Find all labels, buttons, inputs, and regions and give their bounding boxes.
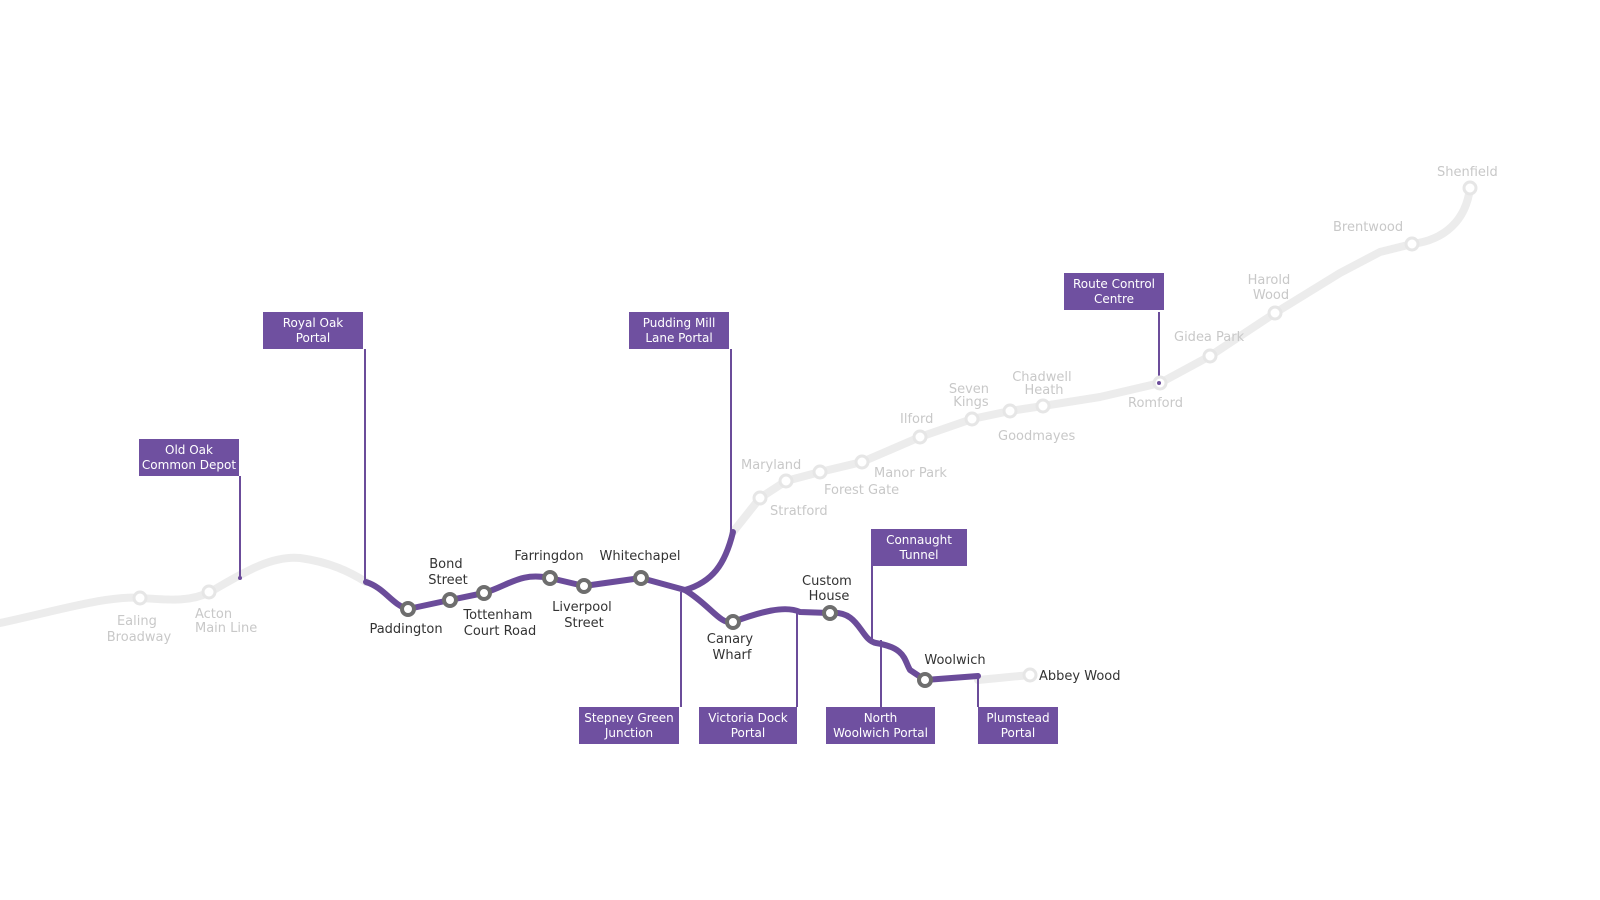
station-label-paddington: Paddington: [369, 622, 442, 637]
station-label-bond: Bond Street: [428, 557, 468, 588]
station-label-tottenham: Tottenham Court Road: [462, 608, 536, 639]
station-marker-woolwich: [917, 672, 933, 688]
station-marker-goodmayes: [1002, 403, 1018, 419]
station-marker-gidea: [1202, 348, 1218, 364]
station-marker-custom: [822, 605, 838, 621]
station-label-ilford: Ilford: [900, 412, 933, 427]
station-label-farringdon: Farringdon: [514, 549, 583, 564]
station-marker-liverpool: [576, 578, 592, 594]
line-west-inactive: [0, 553, 370, 627]
line-east-inactive: [729, 184, 1474, 536]
station-label-forest-gate: Forest Gate: [824, 483, 899, 498]
station-marker-tottenham: [476, 585, 492, 601]
station-marker-bond: [442, 592, 458, 608]
station-label-stratford: Stratford: [770, 504, 828, 519]
station-marker-ealing: [132, 590, 148, 606]
station-marker-chadwell: [1035, 398, 1051, 414]
station-marker-brentwood: [1404, 236, 1420, 252]
station-label-abbey-wood: Abbey Wood: [1039, 669, 1120, 684]
station-label-harold: Harold Wood: [1248, 273, 1295, 303]
station-marker-shenfield: [1462, 180, 1478, 196]
station-label-ealing: Ealing Broadway: [107, 614, 172, 645]
station-marker-canary: [725, 614, 741, 630]
station-label-acton: Acton Main Line: [195, 607, 257, 636]
station-label-shenfield: Shenfield: [1437, 165, 1498, 180]
station-marker-stratford: [752, 490, 768, 506]
station-marker-ilford: [912, 429, 928, 445]
station-marker-farringdon: [542, 570, 558, 586]
station-marker-manor-park: [854, 454, 870, 470]
station-marker-maryland: [778, 473, 794, 489]
line-north-branch-active: [682, 529, 736, 593]
station-marker-paddington: [400, 601, 416, 617]
station-marker-whitechapel: [633, 570, 649, 586]
station-label-maryland: Maryland: [741, 458, 801, 473]
station-label-gidea: Gidea Park: [1174, 330, 1245, 345]
station-label-goodmayes: Goodmayes: [998, 429, 1076, 444]
station-label-woolwich: Woolwich: [924, 653, 985, 668]
station-label-custom: Custom House: [802, 574, 856, 604]
station-marker-forest-gate: [812, 464, 828, 480]
station-label-canary: Canary Wharf: [707, 632, 757, 663]
station-label-manor-park: Manor Park: [874, 466, 947, 481]
station-marker-seven-kings: [964, 411, 980, 427]
junction-dot-route-control: [1157, 381, 1161, 385]
station-label-whitechapel: Whitechapel: [599, 549, 680, 564]
station-label-brentwood: Brentwood: [1333, 220, 1403, 235]
station-label-seven-kings: Seven Kings: [949, 382, 993, 410]
station-marker-harold: [1267, 305, 1283, 321]
station-marker-acton: [201, 584, 217, 600]
junction-dot-old-oak: [238, 576, 242, 580]
line-abbeywood-inactive: [974, 671, 1034, 684]
station-marker-abbey-wood: [1022, 667, 1038, 683]
station-label-romford: Romford: [1128, 396, 1183, 411]
station-label-liverpool: Liverpool Street: [552, 600, 616, 631]
station-label-chadwell: Chadwell Heath: [1012, 370, 1076, 398]
